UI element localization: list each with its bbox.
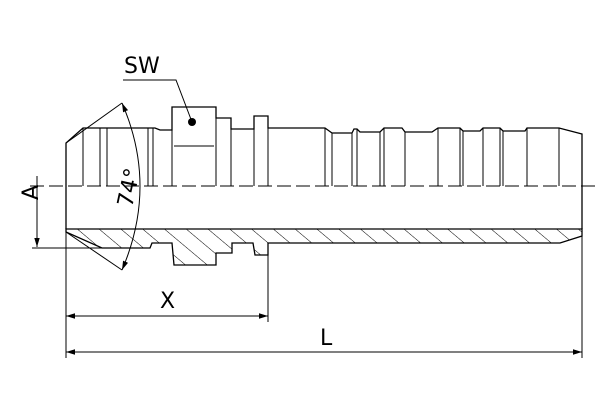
dim-l-label: L (320, 326, 333, 351)
dim-x-label: X (160, 289, 175, 314)
dimension-x: X (66, 289, 268, 319)
dimension-l: L (66, 326, 582, 355)
hatched-section (65, 228, 583, 266)
cone-ray-upper (65, 102, 123, 144)
angle-label: 74° (113, 166, 146, 209)
fitting-body-upper (65, 106, 583, 229)
dimension-a: A (19, 176, 150, 249)
sw-callout: SW (123, 54, 196, 126)
angle-dimension-arc (121, 102, 141, 271)
dim-a-label: A (19, 185, 44, 200)
cone-ray-lower (65, 231, 123, 271)
sw-label: SW (124, 54, 160, 79)
